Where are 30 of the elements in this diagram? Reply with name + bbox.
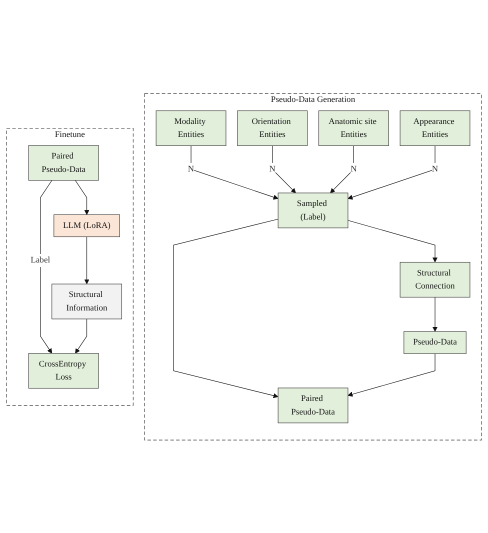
- arrow: [348, 352, 436, 396]
- node-box: [156, 110, 226, 146]
- arrow: [432, 296, 438, 332]
- node-box: [28, 352, 99, 388]
- edge-label: N: [188, 164, 194, 174]
- arrow: [40, 180, 52, 354]
- arrow: [330, 145, 354, 193]
- arrow: [84, 236, 90, 284]
- node-box: [278, 192, 348, 228]
- edge-label: N: [350, 164, 357, 174]
- node-box: [400, 110, 470, 146]
- arrow: [75, 180, 90, 215]
- node-box: [28, 144, 99, 180]
- node-box: [237, 110, 308, 146]
- cluster: [6, 128, 134, 406]
- edge-label: N: [432, 164, 438, 174]
- cluster: [144, 92, 482, 440]
- arrow: [348, 220, 438, 262]
- node-box: [54, 214, 120, 237]
- edge-label: N: [269, 164, 276, 174]
- node-box: [400, 262, 470, 298]
- arrow: [173, 218, 278, 398]
- edge-label: Label: [30, 255, 50, 264]
- node-box: [52, 283, 122, 319]
- node-box: [404, 330, 466, 354]
- node-box: [318, 110, 389, 146]
- arrow: [75, 318, 88, 354]
- arrow: [190, 145, 278, 200]
- node-box: [278, 387, 348, 423]
- arrow: [348, 145, 436, 200]
